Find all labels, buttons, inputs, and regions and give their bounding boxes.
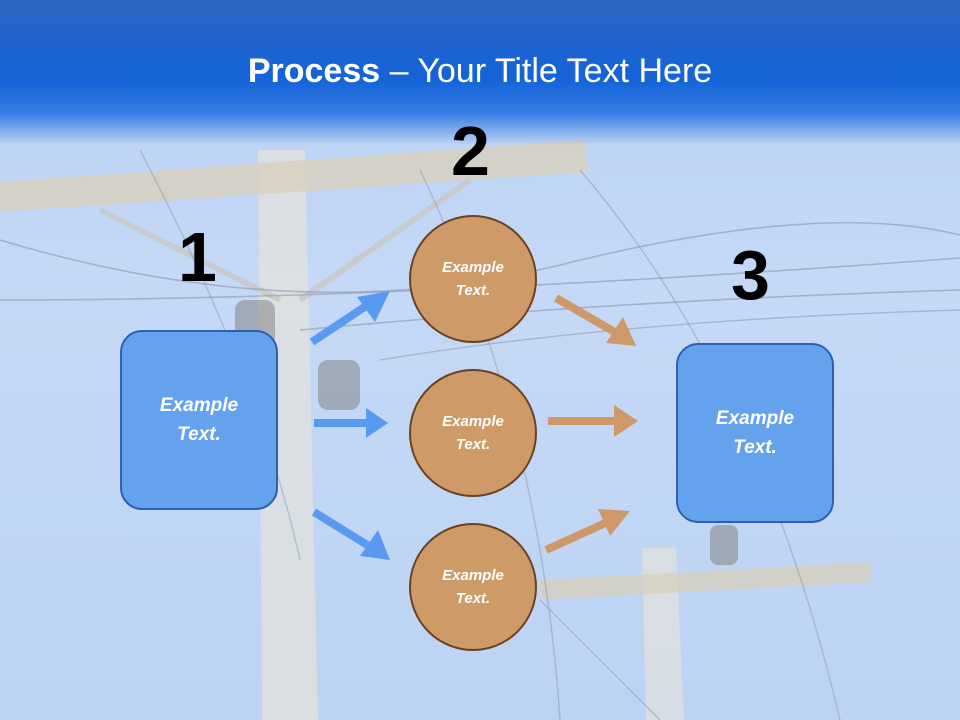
- slide-title: Process – Your Title Text Here: [0, 52, 960, 91]
- circle-bottom-text: Example Text.: [442, 567, 504, 607]
- arrow-left-to-middle: [314, 408, 388, 438]
- circle-bottom: Example Text.: [409, 523, 537, 651]
- right-box: Example Text.: [676, 343, 834, 523]
- arrow-bottom-to-right: [544, 509, 630, 554]
- title-bold: Process: [247, 52, 381, 90]
- circle-middle-text: Example Text.: [442, 413, 504, 453]
- circle-middle: Example Text.: [409, 369, 537, 497]
- arrow-top-to-right: [553, 294, 636, 346]
- circle-top: Example Text.: [409, 215, 537, 343]
- arrow-left-to-bottom: [311, 508, 390, 560]
- title-rest: – Your Title Text Here: [380, 52, 713, 90]
- right-box-text: Example Text.: [715, 408, 795, 458]
- arrow-left-to-top: [309, 291, 390, 346]
- arrow-middle-to-right: [548, 405, 638, 437]
- header-band: [0, 0, 960, 145]
- circle-top-text: Example Text.: [442, 259, 504, 299]
- step-number-3: 3: [731, 236, 770, 314]
- left-box: Example Text.: [120, 330, 278, 510]
- step-number-2: 2: [451, 112, 490, 190]
- left-box-text: Example Text.: [159, 395, 239, 445]
- step-number-1: 1: [178, 218, 217, 296]
